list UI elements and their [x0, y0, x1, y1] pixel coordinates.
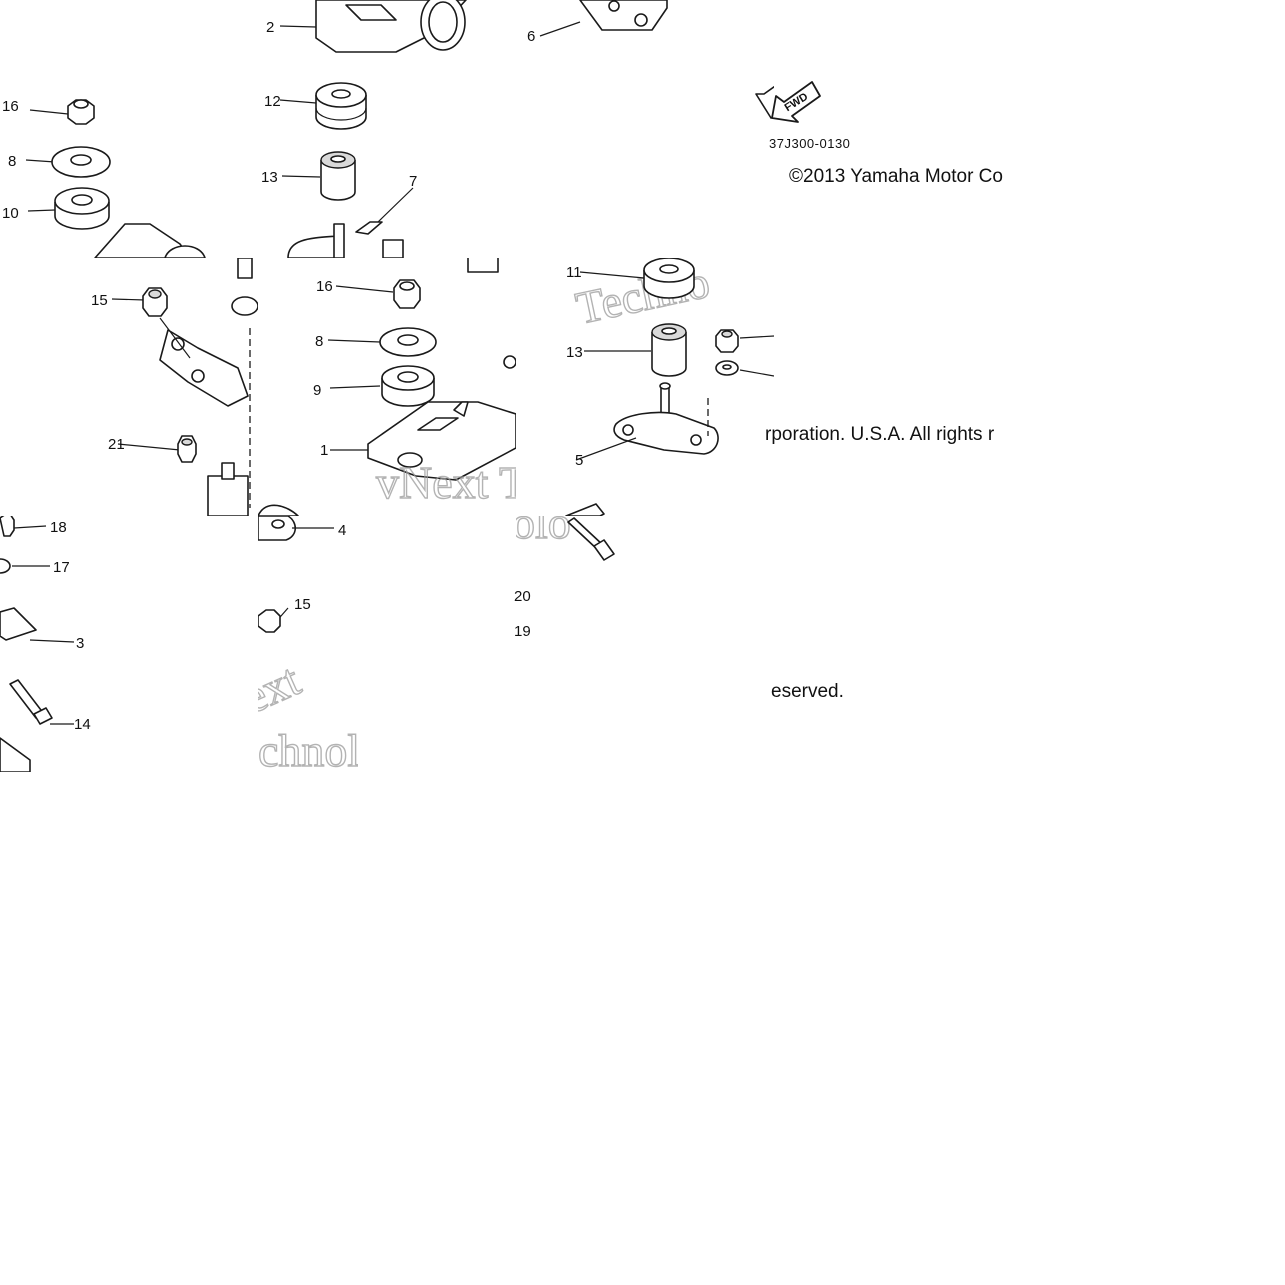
diagram-tile-middle-right: Techno — [516, 258, 774, 516]
callout-8: 8 — [8, 153, 16, 170]
callout-10: 10 — [2, 205, 19, 222]
grommet-part-icon — [315, 82, 367, 130]
diagram-tile-top-left — [0, 0, 258, 258]
callout-20: 20 — [514, 588, 531, 605]
callout-2: 2 — [266, 19, 274, 36]
collar-part-icon — [320, 151, 356, 201]
callout-16: 16 — [2, 98, 19, 115]
callout-5: 5 — [575, 452, 583, 469]
callout-14: 14 — [74, 716, 91, 733]
spacer-part-icon — [54, 187, 110, 230]
callout-15b: 15 — [294, 596, 311, 613]
svg-text:olo: olo — [516, 516, 571, 548]
callout-13b: 13 — [566, 344, 583, 361]
callout-13: 13 — [261, 169, 278, 186]
forward-arrow-icon — [755, 85, 774, 119]
callout-8b: 8 — [315, 333, 323, 350]
callout-6: 6 — [527, 28, 535, 45]
callout-3: 3 — [76, 635, 84, 652]
diagram-tile-center: vNext Te — [258, 258, 516, 516]
diagram-tile-top-middle — [258, 0, 516, 258]
callout-15: 15 — [91, 292, 108, 309]
callout-12: 12 — [264, 93, 281, 110]
svg-text:vNext Te: vNext Te — [376, 457, 516, 508]
callout-11: 11 — [566, 264, 582, 281]
callout-4: 4 — [338, 522, 346, 539]
part-code: 37J300-0130 — [769, 136, 851, 151]
diagram-tile-middle-left — [0, 258, 258, 516]
nut-part-icon — [67, 99, 95, 125]
washer-part-icon — [51, 146, 111, 178]
callout-1: 1 — [320, 442, 328, 459]
diagram-tile-top-right — [516, 0, 774, 258]
fwd-arrow-icon: FWD — [771, 81, 821, 123]
diagram-tile-bolt-strip: olo — [516, 516, 616, 566]
copyright-line-3: eserved. — [771, 681, 844, 702]
copyright-line-1: ©2013 Yamaha Motor Co — [789, 166, 1003, 187]
callout-16b: 16 — [316, 278, 333, 295]
callout-9: 9 — [313, 382, 321, 399]
copyright-line-2: rporation. U.S.A. All rights r — [765, 424, 995, 445]
callout-19: 19 — [514, 623, 531, 640]
callout-21: 21 — [108, 436, 125, 453]
callout-18: 18 — [50, 519, 67, 536]
diagram-tile-bottom-left — [0, 516, 258, 772]
callout-17: 17 — [53, 559, 70, 576]
callout-7: 7 — [409, 173, 417, 190]
